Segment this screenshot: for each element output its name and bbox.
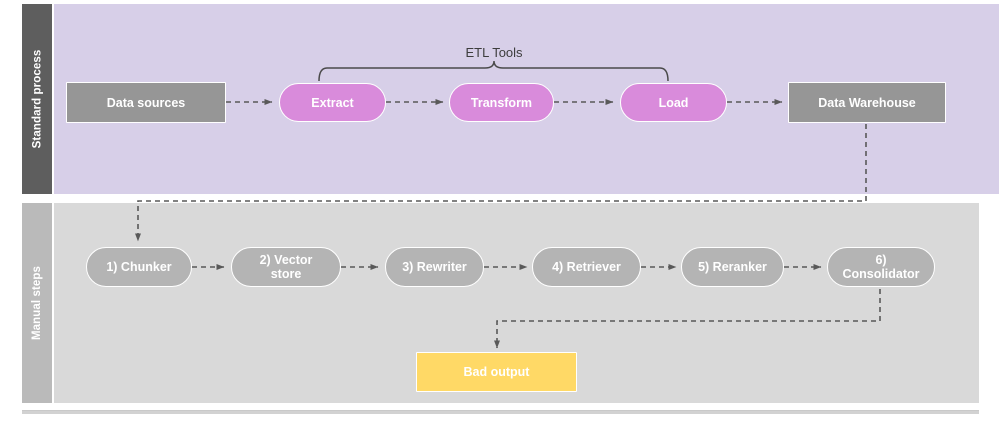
node-vector-store-label: 2) Vector store [259,253,313,281]
node-bad-output-label: Bad output [463,365,530,379]
node-consolidator[interactable]: 6) Consolidator [827,247,935,287]
node-rewriter[interactable]: 3) Rewriter [385,247,484,287]
node-load[interactable]: Load [620,83,727,122]
node-data-warehouse-label: Data Warehouse [818,95,916,110]
etl-tools-label: ETL Tools [465,45,523,60]
node-reranker[interactable]: 5) Reranker [681,247,784,287]
node-rewriter-label: 3) Rewriter [402,260,467,274]
lane-header-manual-steps: Manual steps [22,203,52,403]
node-retriever[interactable]: 4) Retriever [532,247,641,287]
lane-label-manual-steps: Manual steps [31,265,43,341]
node-data-sources[interactable]: Data sources [66,82,226,123]
node-bad-output[interactable]: Bad output [416,352,577,392]
node-transform-label: Transform [470,95,533,110]
node-vector-store[interactable]: 2) Vector store [231,247,341,287]
node-extract-label: Extract [311,95,354,110]
node-chunker[interactable]: 1) Chunker [86,247,192,287]
lane-header-standard-process: Standard process [22,4,52,194]
node-extract[interactable]: Extract [279,83,386,122]
node-consolidator-label: 6) Consolidator [842,253,920,281]
node-load-label: Load [658,95,689,110]
node-transform[interactable]: Transform [449,83,554,122]
node-data-warehouse[interactable]: Data Warehouse [788,82,946,123]
node-retriever-label: 4) Retriever [552,260,621,274]
node-chunker-label: 1) Chunker [106,260,172,274]
node-reranker-label: 5) Reranker [698,260,767,274]
node-data-sources-label: Data sources [106,95,186,110]
lane-label-standard-process: Standard process [31,49,43,149]
bottom-divider [22,410,979,414]
